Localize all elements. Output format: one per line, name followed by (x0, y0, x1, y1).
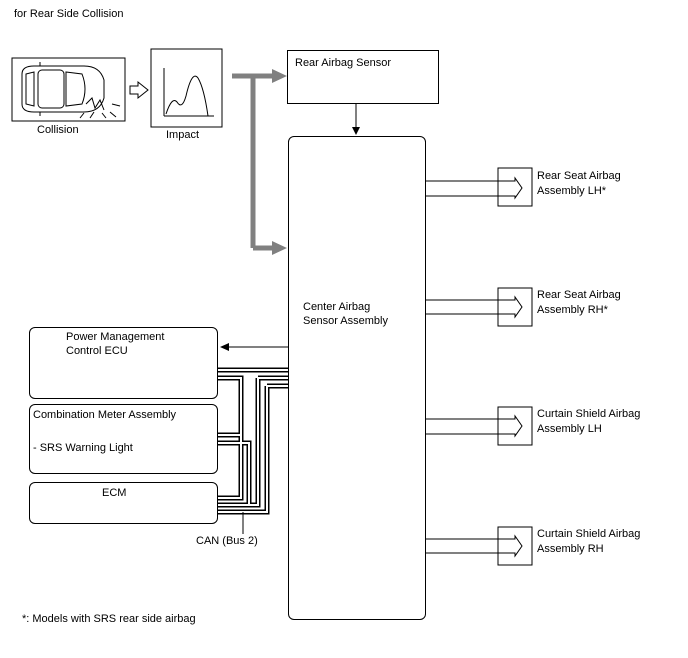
collision-label: Collision (37, 124, 79, 136)
power-management-ecu-box: Power Management Control ECU (29, 327, 218, 399)
center-to-power-arrow (220, 343, 288, 351)
rear-seat-airbag-rh-line2: Assembly RH* (537, 304, 608, 316)
curtain-shield-airbag-lh-line1: Curtain Shield Airbag (537, 408, 641, 420)
curtain-shield-airbag-lh-line2: Assembly LH (537, 423, 602, 435)
can-bus-label: CAN (Bus 2) (196, 535, 258, 547)
curtain-shield-airbag-rh-line1: Curtain Shield Airbag (537, 528, 641, 540)
diagram-title: for Rear Side Collision (14, 8, 124, 20)
curtain-shield-airbag-rh-line2: Assembly RH (537, 543, 604, 555)
power-management-line2: Control ECU (66, 345, 128, 357)
center-airbag-sensor-line2: Sensor Assembly (303, 315, 388, 327)
impact-flow-arrows (232, 69, 287, 255)
power-management-line1: Power Management (66, 331, 165, 343)
rear-seat-airbag-lh-line1: Rear Seat Airbag (537, 170, 621, 182)
rear-sensor-to-center-arrow (352, 103, 360, 135)
impact-label: Impact (166, 129, 200, 141)
combination-meter-box: Combination Meter Assembly - SRS Warning… (29, 404, 218, 474)
rear-airbag-sensor-label: Rear Airbag Sensor (295, 57, 391, 69)
center-airbag-sensor-box: Center Airbag Sensor Assembly (288, 136, 426, 620)
footnote: *: Models with SRS rear side airbag (22, 613, 196, 625)
can-bus-lines (217, 367, 288, 515)
impact-graph (150, 48, 223, 128)
collision-illustration (11, 57, 126, 122)
ecm-box: ECM (29, 482, 218, 524)
center-airbag-sensor-line1: Center Airbag (303, 301, 371, 313)
airbag-connectors (497, 167, 533, 566)
srs-warning-light-label: - SRS Warning Light (33, 442, 133, 454)
rear-seat-airbag-lh-line2: Assembly LH* (537, 185, 607, 197)
combination-meter-label: Combination Meter Assembly (33, 409, 177, 421)
collision-to-impact-arrow (129, 80, 149, 100)
output-connections (425, 180, 515, 554)
ecm-label: ECM (102, 487, 127, 499)
rear-seat-airbag-rh-line1: Rear Seat Airbag (537, 289, 621, 301)
rear-airbag-sensor-box: Rear Airbag Sensor (287, 50, 439, 104)
